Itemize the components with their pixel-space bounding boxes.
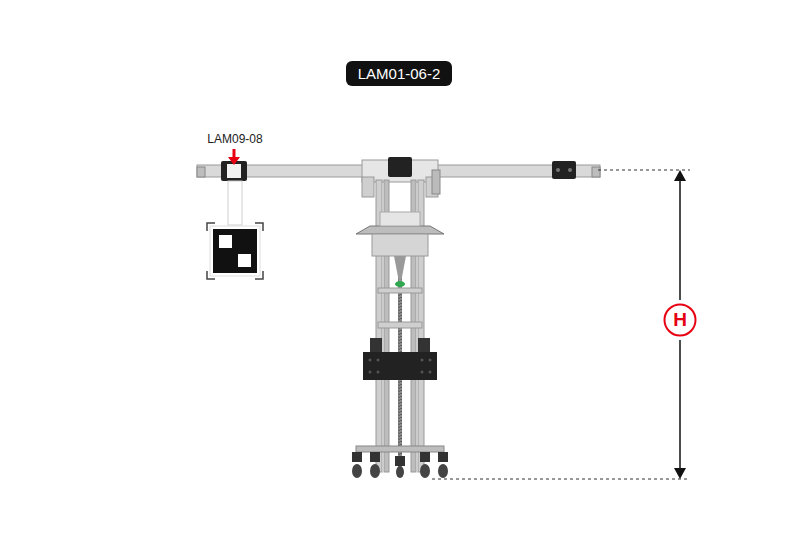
part-number: LAM09-08 xyxy=(207,132,262,146)
caster xyxy=(352,464,448,478)
tray xyxy=(356,226,444,234)
level-indicator xyxy=(395,281,405,287)
slider xyxy=(552,161,576,179)
target-board xyxy=(210,226,260,276)
title-badge: LAM01-06-2 xyxy=(346,61,453,86)
dimension-letter: H xyxy=(663,309,697,331)
extension-line xyxy=(432,478,690,479)
base xyxy=(356,446,444,452)
dimension-line xyxy=(679,178,681,300)
carriage xyxy=(363,352,437,380)
dimension-circle: H xyxy=(663,303,697,337)
dimension-line xyxy=(679,340,681,471)
target-stem xyxy=(228,181,242,225)
extension-line xyxy=(598,169,690,170)
pointer-arrow xyxy=(233,149,236,158)
